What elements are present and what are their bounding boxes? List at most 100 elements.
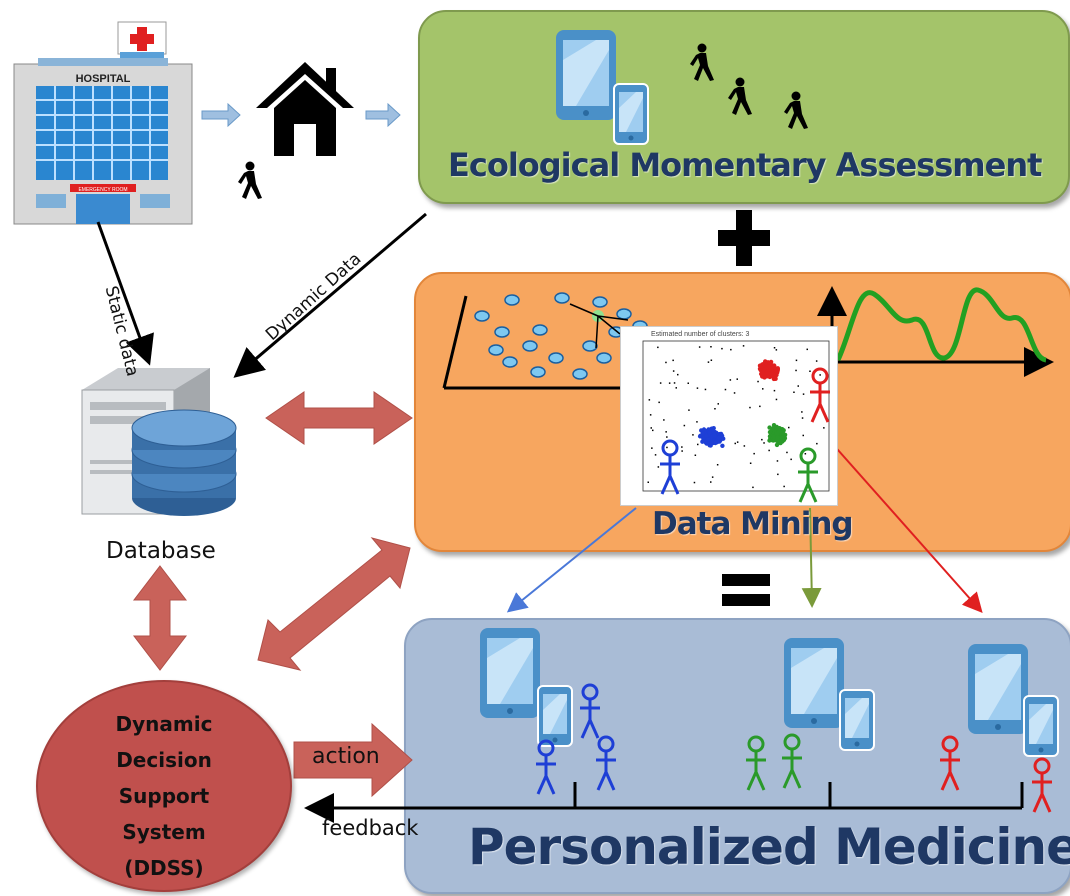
cluster-point [774, 442, 780, 448]
noise-point [816, 442, 818, 445]
noise-point [704, 388, 707, 391]
noise-point [717, 403, 719, 405]
tablet-icon [784, 638, 844, 728]
noise-point [802, 393, 805, 395]
noise-point [806, 348, 808, 351]
noise-point [736, 378, 738, 380]
noise-point [815, 360, 818, 362]
noise-point [749, 462, 752, 464]
green-cluster-arrow [801, 507, 822, 608]
noise-point [773, 389, 776, 392]
ema-title: Ecological Momentary Assessment [448, 146, 1042, 184]
cluster-point [780, 430, 786, 436]
noise-point [681, 446, 683, 448]
noise-point [783, 485, 785, 488]
walker-icon [690, 43, 714, 81]
hospital-sign: HOSPITAL [76, 73, 131, 85]
scatter-title: Estimated number of clusters: 3 [651, 331, 750, 338]
noise-point [753, 452, 755, 455]
noise-point [657, 346, 659, 349]
noise-point [788, 426, 790, 429]
database-label: Database [106, 538, 216, 564]
phone-icon [1023, 695, 1059, 757]
noise-point [714, 408, 716, 410]
noise-point [651, 447, 653, 449]
cluster-point [711, 428, 716, 434]
noise-point [652, 429, 654, 432]
red-cluster-arrow [821, 431, 983, 613]
feedback-label: feedback [322, 816, 419, 840]
noise-point [763, 442, 765, 444]
noise-point [736, 441, 739, 443]
blue-cluster-arrow [506, 507, 637, 613]
tablet-icon [968, 644, 1028, 734]
noise-point [742, 345, 745, 347]
action-arrow[interactable] [293, 722, 413, 798]
noise-point [775, 349, 778, 351]
noise-point [733, 392, 736, 394]
cluster-point [712, 433, 717, 438]
noise-point [698, 346, 701, 348]
noise-point [697, 443, 699, 446]
cluster-point [709, 439, 714, 445]
noise-point [696, 421, 698, 423]
noise-point [802, 434, 804, 437]
noise-point [711, 476, 714, 478]
cluster-scatter-plot: Estimated number of clusters: 3 [620, 326, 838, 506]
cluster-point [716, 435, 722, 440]
noise-point [694, 454, 697, 456]
noise-point [761, 438, 763, 441]
static-data-arrow [96, 221, 154, 366]
noise-point [681, 450, 683, 452]
cluster-point [772, 365, 777, 370]
noise-point [797, 385, 799, 387]
noise-point [724, 388, 727, 391]
action-label: action [312, 744, 380, 769]
noise-point [729, 379, 732, 381]
feedback-arrow [304, 782, 1024, 823]
phone-icon [537, 685, 573, 747]
noise-point [659, 382, 662, 384]
noise-point [683, 424, 686, 427]
noise-point [693, 481, 696, 484]
noise-point [696, 387, 699, 389]
tablet-icon [556, 30, 616, 120]
noise-point [809, 370, 811, 372]
noise-point [688, 409, 690, 411]
personalized-medicine-title: Personalized Medicine [468, 818, 1070, 876]
database-icon [81, 368, 237, 516]
home-to-ema-arrow [365, 102, 401, 128]
noise-point [650, 427, 652, 429]
cluster-point [775, 435, 780, 440]
noise-point [777, 473, 779, 476]
noise-point [775, 398, 778, 401]
noise-point [657, 466, 660, 468]
noise-point [665, 431, 667, 433]
cluster-point [705, 437, 711, 442]
noise-point [734, 442, 736, 445]
kmeans-illustration [442, 292, 648, 390]
green-patient-group [744, 733, 804, 792]
noise-point [793, 391, 795, 393]
noise-point [677, 373, 679, 376]
phone-icon [839, 689, 875, 751]
cluster-point [769, 372, 774, 377]
scatter-axes [642, 340, 830, 492]
noise-point [658, 401, 660, 404]
cluster-point [774, 431, 780, 436]
noise-point [819, 374, 821, 376]
hospital-to-home-arrow [201, 102, 241, 128]
noise-point [762, 388, 764, 390]
noise-point [801, 411, 803, 413]
ddss-datamining-arrow [257, 537, 411, 671]
cluster-point [774, 425, 780, 431]
database-ddss-arrow [132, 565, 188, 671]
noise-point [710, 481, 712, 483]
walker-icon [238, 161, 262, 199]
cluster-point [767, 429, 773, 435]
noise-point [654, 454, 657, 456]
noise-point [666, 436, 668, 438]
noise-point [672, 359, 674, 362]
noise-point [660, 462, 662, 465]
ddss-node: Dynamic Decision Support System (DDSS) [36, 680, 292, 892]
